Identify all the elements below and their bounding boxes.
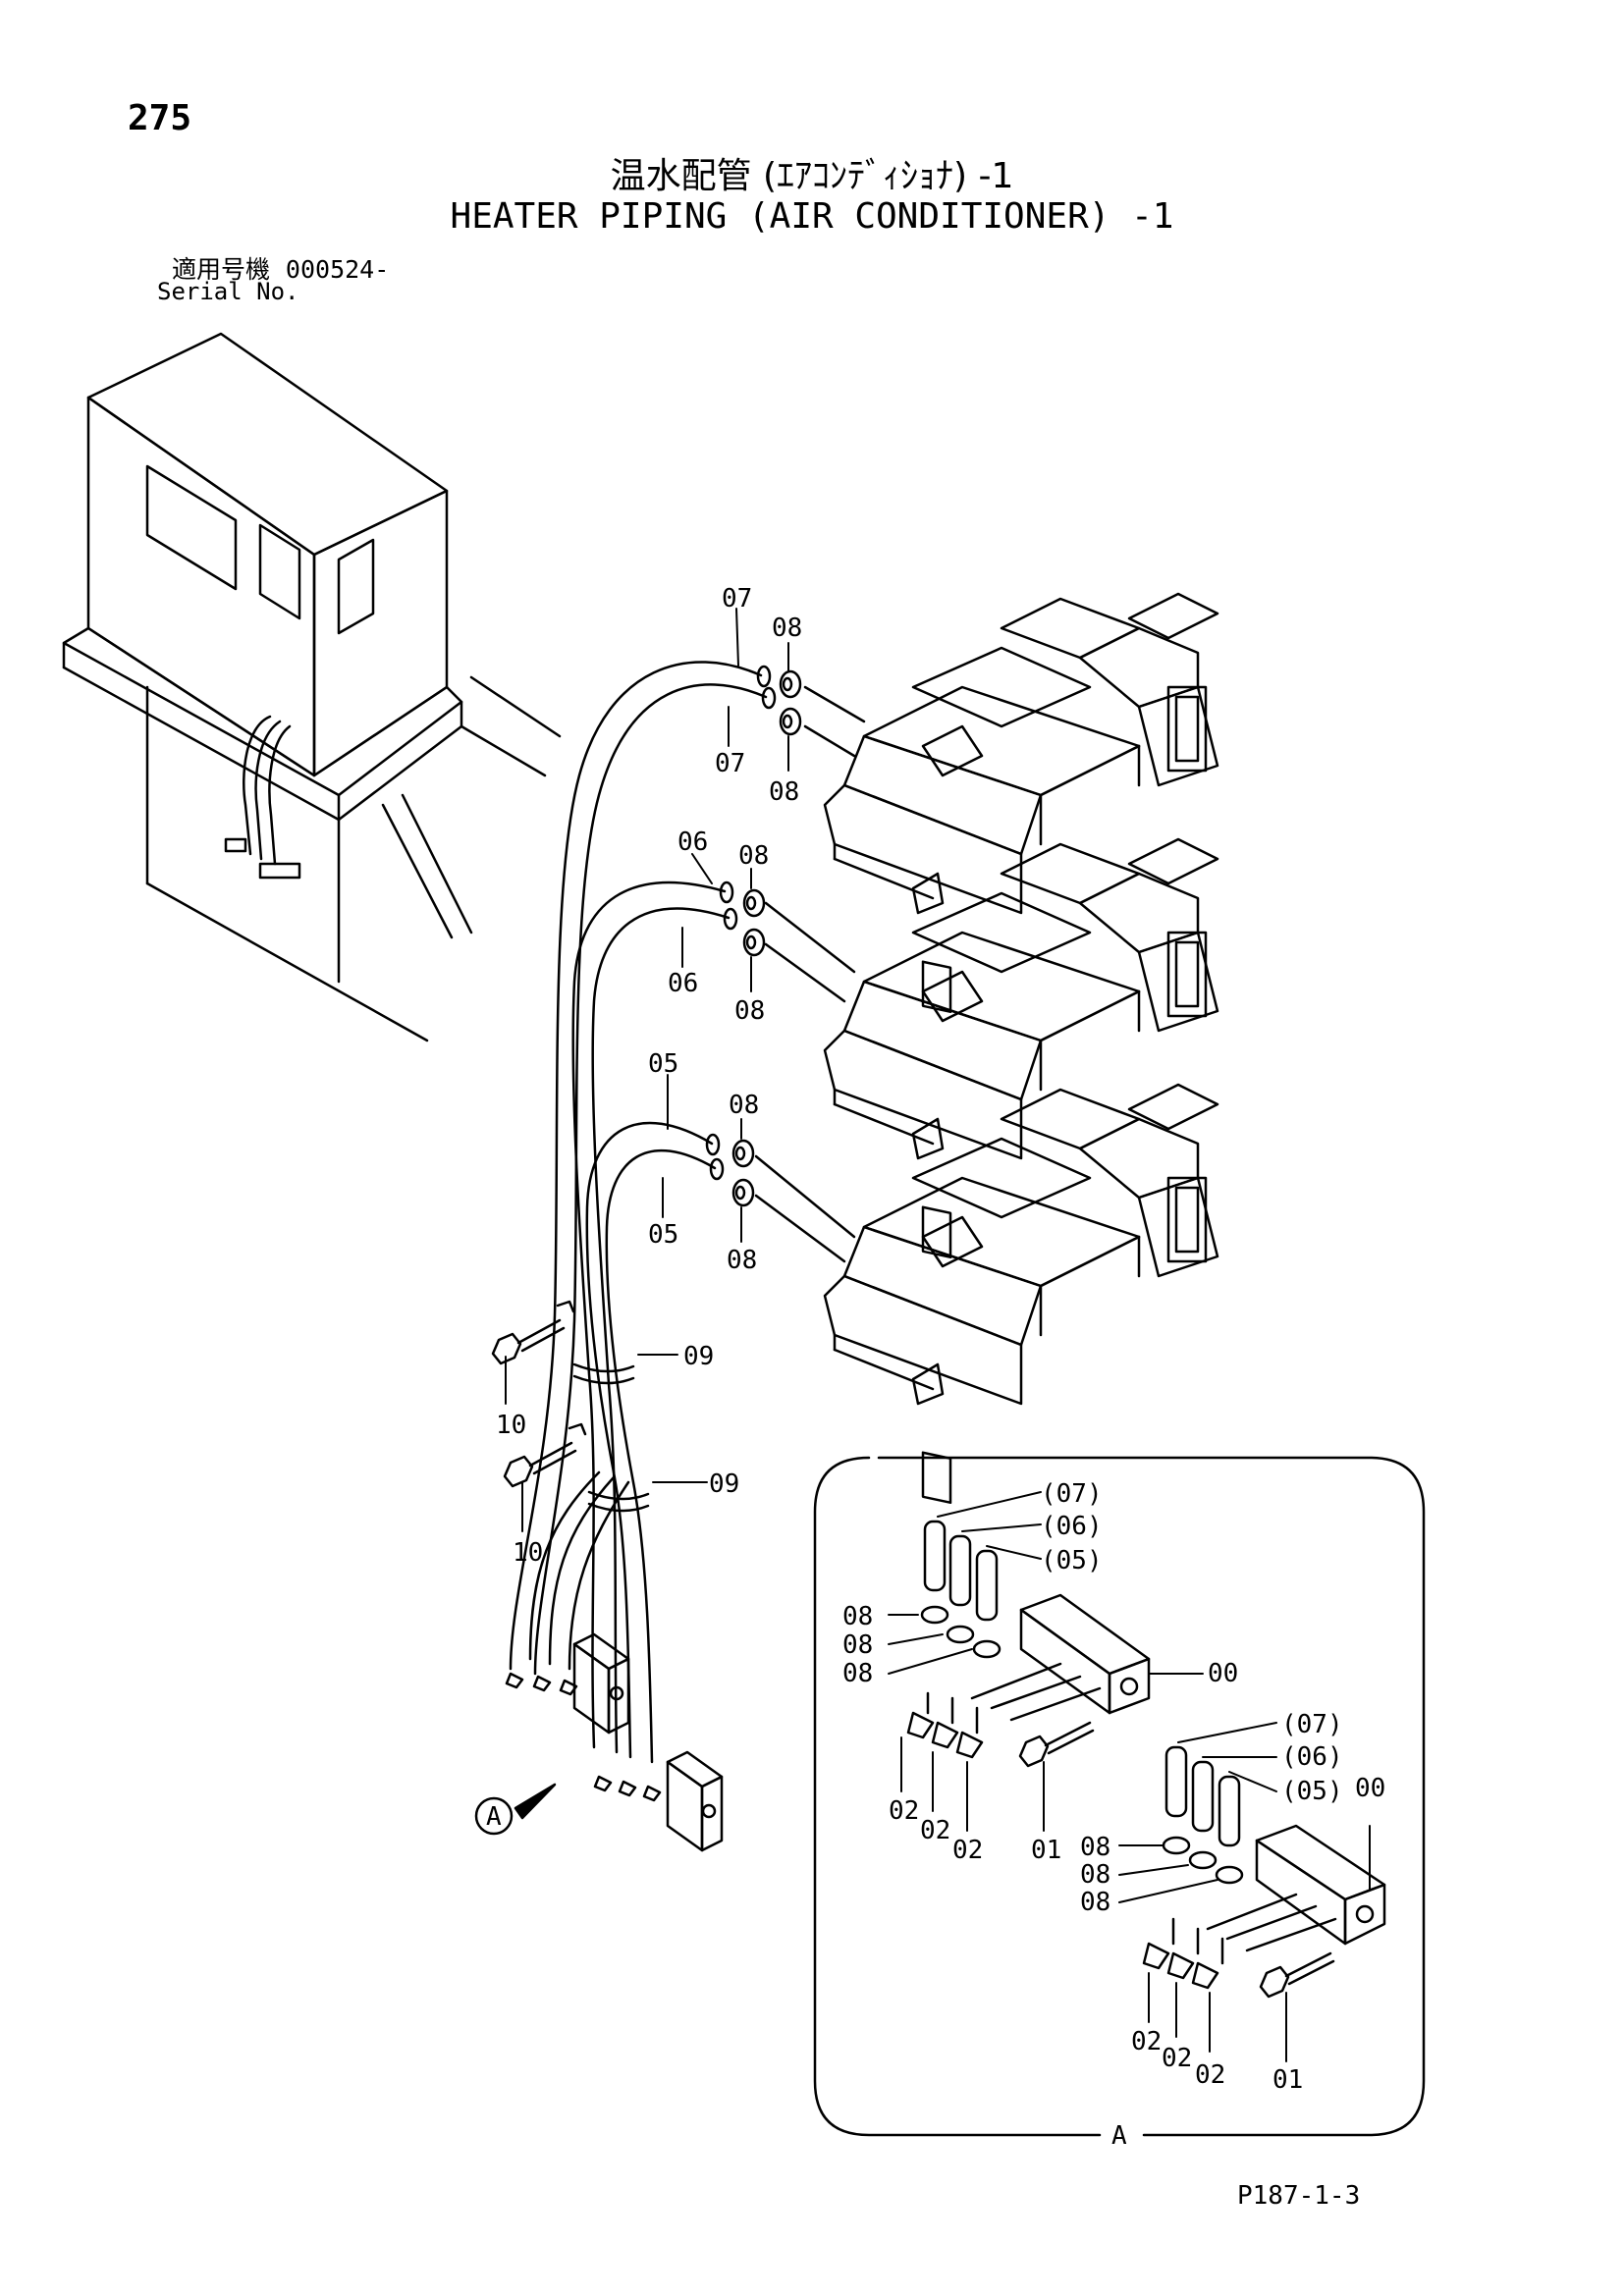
callout-09: 09 [683, 1342, 714, 1371]
callout-07-ref: (07) [1041, 1479, 1103, 1509]
detail-a-label: A [1111, 2121, 1127, 2151]
callout-01: 01 [1031, 1836, 1061, 1865]
callout-05-ref: (05) [1041, 1546, 1103, 1575]
callout-08: 08 [729, 1091, 759, 1120]
callout-02: 02 [1162, 2044, 1192, 2073]
detail-a-arrow [474, 1783, 557, 1836]
heater-unit-1 [823, 592, 1219, 1014]
detail-a-upper-assembly [906, 1520, 1151, 1768]
heater-unit-3 [823, 1083, 1219, 1505]
callout-00: 00 [1208, 1659, 1238, 1688]
callout-05: 05 [648, 1220, 678, 1250]
callout-08: 08 [842, 1659, 873, 1688]
page-number: 275 [128, 98, 192, 138]
cab-illustration [62, 332, 562, 1042]
callout-08: 08 [1080, 1860, 1110, 1890]
callout-06: 06 [668, 969, 698, 998]
callout-08: 08 [1080, 1888, 1110, 1917]
callout-08: 08 [1080, 1833, 1110, 1862]
callout-06-ref: (06) [1281, 1742, 1343, 1772]
callout-07: 07 [722, 584, 752, 614]
heater-unit-2 [823, 837, 1219, 1259]
callout-08: 08 [738, 841, 769, 871]
callout-02: 02 [1195, 2060, 1225, 2090]
callout-08: 08 [842, 1602, 873, 1631]
serial-label-jp: 適用号機 [172, 255, 271, 284]
detail-a-callout: A [486, 1802, 502, 1832]
callout-02: 02 [920, 1816, 950, 1845]
callout-08: 08 [727, 1246, 757, 1275]
callout-leaders [505, 608, 789, 1532]
callout-00: 00 [1355, 1774, 1385, 1803]
callout-06-ref: (06) [1041, 1512, 1103, 1541]
callout-10: 10 [496, 1411, 526, 1440]
callout-01: 01 [1272, 2065, 1303, 2095]
callout-02: 02 [952, 1836, 983, 1865]
bolt-group [491, 1300, 587, 1488]
callout-02: 02 [1131, 2027, 1162, 2056]
callout-08: 08 [772, 614, 802, 643]
callout-06: 06 [677, 828, 708, 857]
detail-a-panel [813, 1456, 1426, 2137]
detail-callout-leaders [888, 1491, 1371, 2062]
callout-05: 05 [648, 1049, 678, 1079]
callout-labels: 07 07 08 08 06 06 08 08 05 05 08 08 09 0… [486, 584, 1385, 2151]
callout-02: 02 [889, 1796, 919, 1826]
callout-07: 07 [715, 749, 745, 778]
hose-bundle [509, 661, 777, 1764]
serial-label-english: Serial No. [157, 278, 299, 305]
callout-08: 08 [842, 1630, 873, 1660]
callout-09: 09 [709, 1469, 739, 1499]
detail-a-lower-assembly [1142, 1745, 1386, 1999]
title-japanese: 温水配管 (ｴｱｺﾝﾃﾞｨｼｮﾅ) -1 [610, 156, 1014, 196]
callout-05-ref: (05) [1281, 1777, 1343, 1806]
callout-10: 10 [513, 1538, 543, 1568]
title-english: HEATER PIPING (AIR CONDITIONER) -1 [450, 196, 1174, 237]
callout-07-ref: (07) [1281, 1710, 1343, 1739]
hose-clamp-group [731, 669, 802, 1207]
callout-08: 08 [769, 777, 799, 807]
serial-value: 000524- [285, 255, 390, 284]
serial-label-japanese: 適用号機 000524- [172, 250, 389, 286]
drawing-code: P187-1-3 [1237, 2181, 1361, 2211]
callout-08: 08 [734, 996, 765, 1026]
hose-band-group [572, 1362, 650, 1513]
connector-lines [754, 685, 866, 1263]
manifold-lower [505, 1632, 724, 1852]
